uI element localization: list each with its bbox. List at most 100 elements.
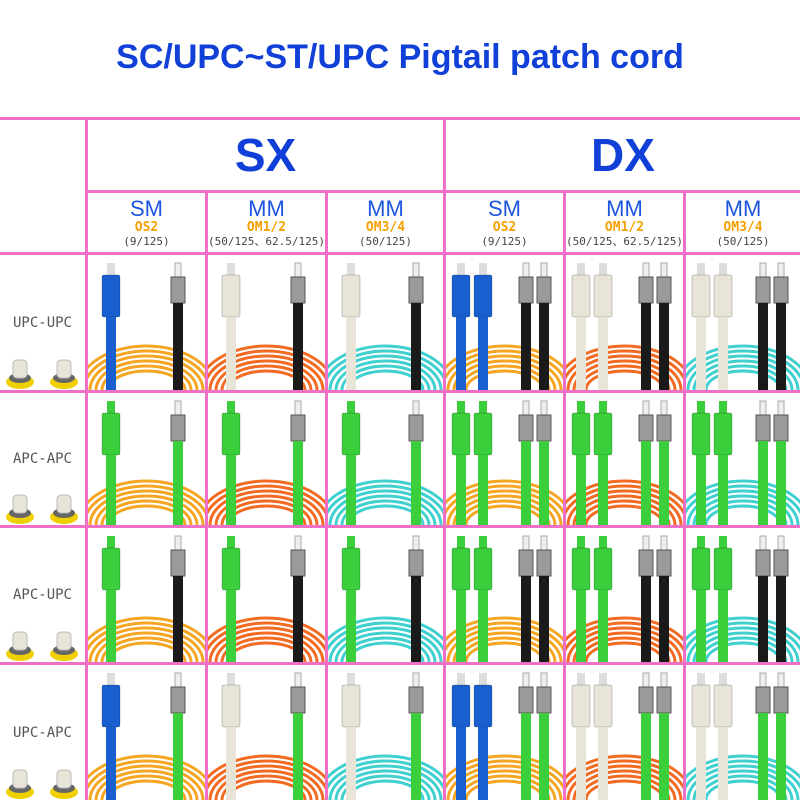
product-cell [328,255,443,390]
sc-boot [226,590,236,662]
st-boot [521,713,531,800]
product-cell [208,393,325,525]
st-connector-icon [170,276,186,304]
sc-boot [598,455,608,525]
patch-cord-image [446,400,563,525]
sc-boot [598,727,608,800]
st-connector-icon [656,686,672,714]
st-boot [776,303,786,390]
st-connector-icon [638,549,654,577]
product-cell [446,393,563,525]
st-connector-icon [755,686,771,714]
ferrule-icon [12,631,28,651]
st-connector-icon [170,549,186,577]
cable [328,754,443,780]
sc-connector-icon [713,274,733,318]
column-type: MM [606,196,643,221]
st-boot [776,713,786,800]
patch-cord-image [446,672,563,800]
sc-boot [346,317,356,390]
st-boot [641,576,651,662]
cable [88,616,205,642]
st-boot [173,576,183,662]
product-cell [88,528,205,662]
patch-cord-image [328,400,443,525]
st-boot [659,441,669,525]
st-connector-icon [773,276,789,304]
column-fiber: (9/125) [123,235,170,248]
st-boot [776,441,786,525]
column-fiber: (50/125、62.5/125) [208,235,325,248]
product-cell [686,393,800,525]
sc-connector-icon [571,547,591,591]
product-cell [208,665,325,800]
column-grade: OM1/2 [604,220,645,235]
st-connector-icon [290,276,306,304]
patch-cord-image [566,535,683,662]
sc-boot [226,317,236,390]
sc-boot [106,317,116,390]
patch-cord-image [566,400,683,525]
sc-connector-icon [473,412,493,456]
row-label-cell: APC-APC [0,393,85,525]
sc-boot [576,590,586,662]
corner-cell [0,120,85,252]
st-boot [293,441,303,525]
st-connector-icon [638,414,654,442]
patch-cord-image [208,535,325,662]
cable [208,479,325,505]
sc-connector-icon [571,412,591,456]
cable [446,616,563,642]
patch-cord-image [446,262,563,390]
sc-connector-icon [101,684,121,728]
st-boot [411,576,421,662]
patch-cord-image [208,262,325,390]
st-boot [521,303,531,390]
column-type: MM [724,196,762,221]
st-boot [293,713,303,800]
ferrule-icon [12,769,28,789]
cable [208,754,325,780]
product-cell [686,528,800,662]
ferrule-icon [12,359,28,379]
st-connector-icon [290,686,306,714]
sc-connector-icon [341,547,361,591]
product-cell [446,528,563,662]
ferrule-icon [12,494,28,514]
row-label-cell: UPC-APC [0,665,85,800]
group-header-dx: DX [446,120,800,190]
product-cell [88,393,205,525]
cable [566,479,683,505]
ferrule-icon [56,769,72,789]
sc-connector-icon [593,412,613,456]
st-connector-icon [773,686,789,714]
cable [566,616,683,642]
patch-cord-image [328,672,443,800]
column-fiber: (50/125) [359,235,412,248]
patch-cord-image [566,262,683,390]
sc-boot [106,455,116,525]
product-cell [88,665,205,800]
patch-cord-image [686,535,800,662]
cable [328,479,443,505]
page-title: SC/UPC~ST/UPC Pigtail patch cord [116,38,684,76]
st-boot [659,576,669,662]
sc-connector-icon [571,274,591,318]
st-boot [758,303,768,390]
product-cell [686,255,800,390]
sc-boot [718,455,728,525]
ferrule-icon [56,359,72,379]
st-connector-icon [408,414,424,442]
column-fiber: (9/125) [481,235,528,248]
sc-connector-icon [341,684,361,728]
sc-boot [696,455,706,525]
st-boot [173,303,183,390]
sc-boot [478,727,488,800]
st-connector-icon [755,549,771,577]
cable [566,754,683,780]
patch-cord-image [88,262,205,390]
